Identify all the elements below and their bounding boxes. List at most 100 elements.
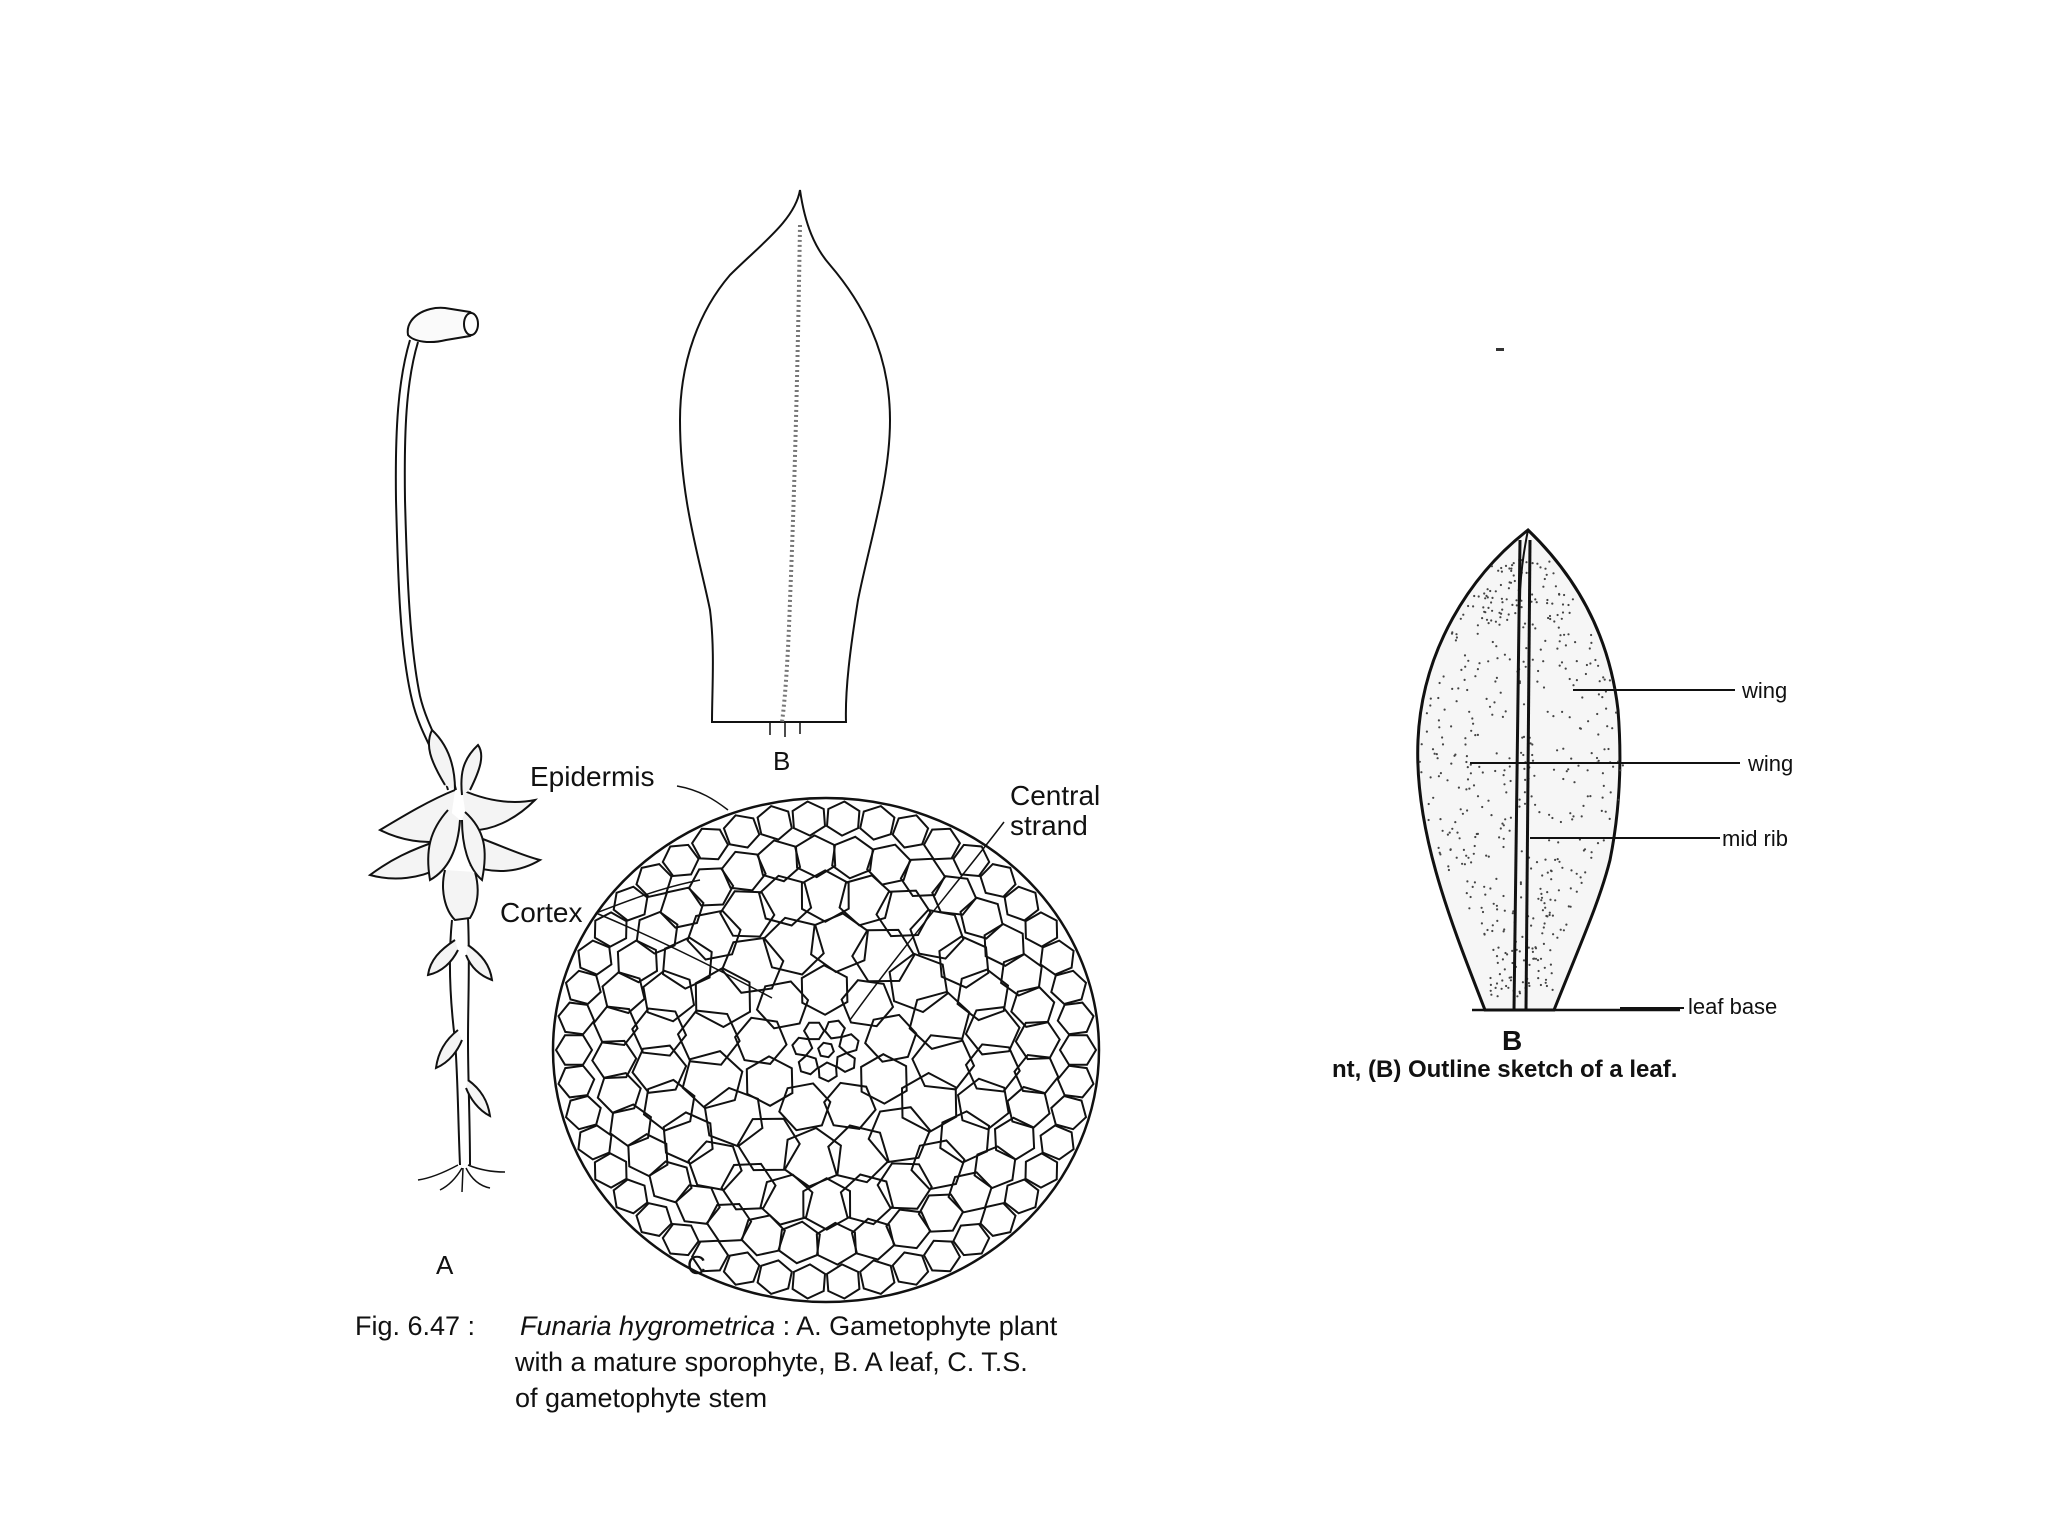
stipple-dot <box>1491 640 1494 644</box>
stipple-dot <box>1558 640 1561 643</box>
stipple-dot <box>1550 878 1553 881</box>
stipple-dot <box>1496 657 1499 660</box>
stipple-dot <box>1606 725 1609 728</box>
stipple-dot <box>1472 852 1475 855</box>
stipple-dot <box>1474 675 1477 678</box>
figure-c-label: C <box>687 1250 706 1280</box>
stipple-dot <box>1548 913 1551 917</box>
stipple-dot <box>1473 844 1476 848</box>
stipple-dot <box>1557 626 1560 629</box>
stipple-dot <box>1561 611 1565 614</box>
cell <box>791 1263 827 1300</box>
stipple-dot <box>1494 620 1497 623</box>
cell <box>1050 969 1088 1006</box>
stipple-dot <box>1586 795 1589 798</box>
stipple-dot <box>1504 710 1507 713</box>
stipple-dot <box>1568 677 1571 681</box>
cell <box>662 1111 714 1165</box>
cell <box>612 1178 649 1215</box>
stipple-dot <box>1439 853 1442 856</box>
stipple-dot <box>1455 700 1458 703</box>
stipple-dot <box>1499 616 1502 619</box>
stipple-dot <box>1561 603 1565 606</box>
stipple-dot <box>1532 917 1535 920</box>
stipple-dot <box>1579 876 1582 879</box>
cell <box>840 979 895 1028</box>
stipple-dot <box>1537 897 1540 900</box>
stipple-dot <box>1520 606 1523 609</box>
stipple-dot <box>1449 848 1452 852</box>
stipple-dot <box>1439 772 1442 775</box>
cell <box>635 1202 673 1237</box>
stipple-dot <box>1476 795 1480 798</box>
stipple-dot <box>1500 597 1503 600</box>
leaf-outline-sketch <box>1416 528 1740 1012</box>
stipple-dot <box>1489 989 1492 992</box>
stipple-dot <box>1490 993 1493 996</box>
cell <box>825 800 861 837</box>
cell <box>823 1019 846 1040</box>
stipple-dot <box>1549 963 1552 966</box>
cell <box>922 1239 962 1273</box>
stipple-dot <box>1499 827 1502 830</box>
stipple-dot <box>1522 660 1525 663</box>
cell <box>956 1077 1010 1131</box>
stipple-dot <box>1539 983 1542 987</box>
stipple-dot <box>1568 611 1571 615</box>
stipple-dot <box>1508 765 1511 768</box>
stipple-dot <box>1432 796 1435 799</box>
stipple-dot <box>1498 973 1501 976</box>
stipple-dot <box>1491 929 1494 933</box>
stipple-dot <box>1564 644 1567 647</box>
stipple-dot <box>1505 791 1508 794</box>
stipple-dot <box>1503 783 1506 786</box>
cell <box>825 1263 861 1300</box>
stipple-dot <box>1615 711 1618 714</box>
stipple-dot <box>1480 906 1483 909</box>
stipple-dot <box>1448 831 1451 834</box>
stipple-dot <box>1508 757 1511 760</box>
stipple-dot <box>1575 660 1578 663</box>
stipple-dot <box>1567 603 1570 607</box>
stipple-dot <box>1590 633 1593 637</box>
stipple-dot <box>1542 585 1545 588</box>
stipple-dot <box>1531 753 1534 757</box>
stipple-dot <box>1536 562 1539 565</box>
stipple-dot <box>1473 881 1476 884</box>
stipple-dot <box>1531 759 1535 762</box>
stipple-dot <box>1521 981 1524 984</box>
stipple-dot <box>1514 612 1517 615</box>
stipple-dot <box>1490 565 1493 568</box>
stipple-dot <box>1481 910 1485 914</box>
stipple-dot <box>1459 617 1462 620</box>
stipple-dot <box>1500 612 1503 615</box>
central-strand-label-line2: strand <box>1010 810 1088 841</box>
stipple-dot <box>1524 665 1527 668</box>
stipple-dot <box>1503 968 1506 971</box>
stipple-dot <box>1456 831 1459 834</box>
stipple-dot <box>1476 668 1479 671</box>
stipple-dot <box>1541 909 1544 912</box>
stipple-dot <box>1602 839 1605 842</box>
cell <box>859 1259 896 1296</box>
cell <box>661 843 700 878</box>
stipple-dot <box>1544 978 1548 981</box>
stipple-dot <box>1602 676 1605 679</box>
stipple-dot <box>1454 821 1457 824</box>
stipple-dot <box>1447 865 1450 868</box>
stipple-dot <box>1508 829 1511 832</box>
stipple-dot <box>1534 803 1537 806</box>
stipple-dot <box>1464 743 1467 746</box>
stipple-dot <box>1485 697 1488 701</box>
stipple-dot <box>1437 719 1440 722</box>
cell <box>1039 1124 1075 1161</box>
stipple-dot <box>1581 696 1584 699</box>
wing-label-lower: wing <box>1747 751 1793 776</box>
stipple-dot <box>1539 566 1542 569</box>
cell <box>1058 1034 1098 1066</box>
stipple-dot <box>1500 570 1503 573</box>
stipple-dot <box>1558 664 1561 667</box>
stipple-dot <box>1522 626 1525 629</box>
stipple-dot <box>1558 592 1561 596</box>
